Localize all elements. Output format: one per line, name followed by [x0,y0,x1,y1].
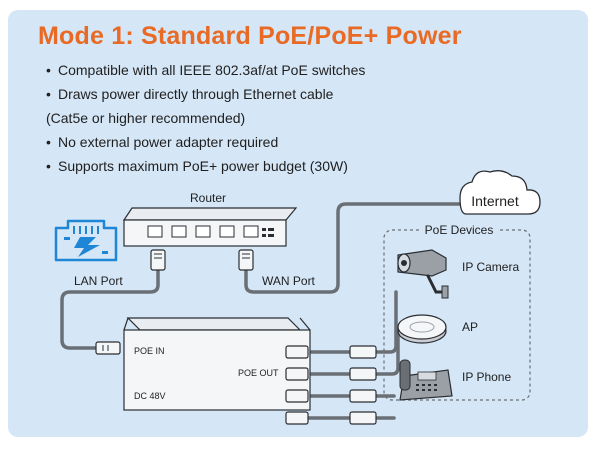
router-top [122,207,298,221]
feature-item: Compatible with all IEEE 802.3af/at PoE … [58,62,366,78]
ip-phone-label: IP Phone [462,370,511,384]
lan-cable [60,268,160,350]
poe-out-plugs [285,345,377,425]
poe-out-label: POE OUT [238,368,279,378]
device-cable [374,290,398,354]
internet-label: Internet [471,193,519,209]
feature-item-continuation: (Cat5e or higher recommended) [46,110,246,126]
ip-camera-icon [397,249,449,299]
feature-item: Supports maximum PoE+ power budget (30W) [58,158,348,174]
internet-cloud-icon [459,170,541,215]
wan-plug [238,249,254,271]
ip-phone-icon [399,359,453,401]
wan-port-label: WAN Port [262,274,316,288]
poe-box [123,317,311,411]
poe-devices-label-bg [420,222,498,238]
lan-port-label: LAN Port [74,274,123,288]
poe-devices-label: PoE Devices [425,223,494,237]
bullet-dot-icon: • [46,158,51,174]
page-title: Mode 1: Standard PoE/PoE+ Power [38,22,462,50]
poe-in-plug [95,341,121,355]
access-point-icon [397,314,447,344]
cables [60,202,464,420]
bullet-dot-icon: • [46,62,51,78]
dc-input-label: DC 48V [134,391,166,401]
feature-item: No external power adapter required [58,134,279,150]
ethernet-poe-icon [54,219,118,262]
router [122,207,298,247]
feature-item: Draws power directly through Ethernet ca… [58,86,334,102]
device-cable [374,328,400,376]
poe-devices-box [383,229,531,401]
ip-camera-label: IP Camera [462,260,519,274]
poe-in-label: POE IN [134,346,165,356]
router-ports [147,225,259,238]
ap-label: AP [462,320,478,334]
bullet-dot-icon: • [46,134,51,150]
wan-cable [244,202,464,294]
bullet-dot-icon: • [46,86,51,102]
lan-plug [150,249,166,271]
router-label: Router [190,191,226,205]
